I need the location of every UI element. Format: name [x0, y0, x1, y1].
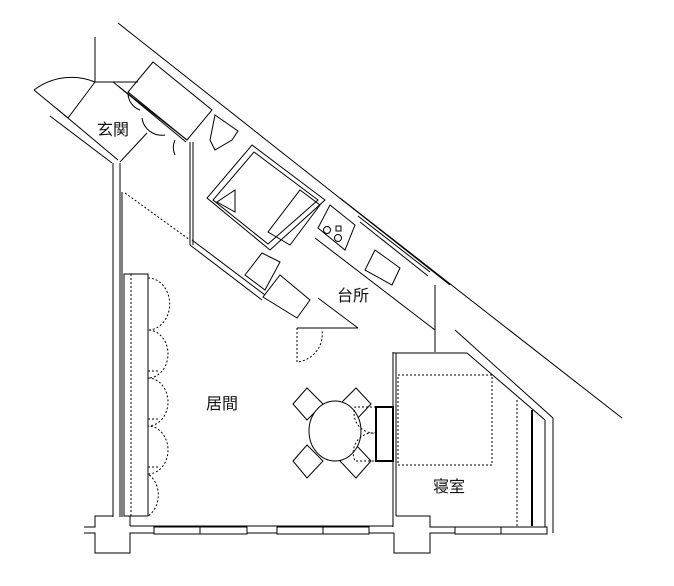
bathroom-block: [112, 61, 326, 251]
dining-table: [292, 387, 372, 479]
room-label-entrance: 玄関: [97, 120, 129, 139]
entrance-area: [33, 37, 191, 517]
kitchen-counter: [189, 204, 436, 363]
room-label-kitchen: 台所: [337, 286, 369, 305]
room-label-living: 居間: [206, 394, 238, 413]
room-label-bedroom: 寝室: [433, 477, 465, 496]
bottom-wall: [84, 515, 548, 554]
outer-wall: [117, 22, 623, 533]
partition-door: [352, 352, 397, 516]
bedroom-area: [393, 352, 546, 527]
closet: [123, 273, 171, 517]
